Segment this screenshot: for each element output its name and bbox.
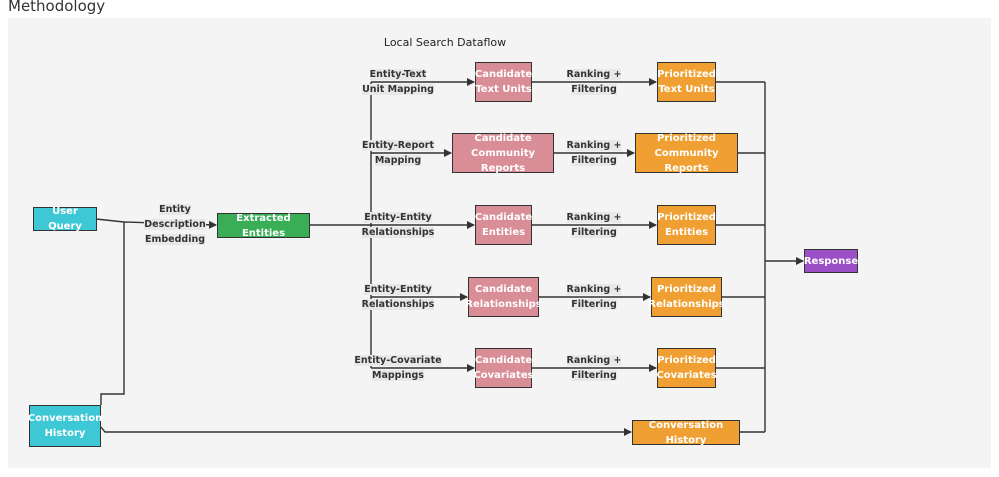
label-entity-entity-relationships-1: Entity-Entity Relationships: [361, 212, 435, 238]
node-candidate-text-units: Candidate Text Units: [475, 62, 532, 102]
node-prioritized-text-units: Prioritized Text Units: [657, 62, 716, 102]
node-prioritized-relationships: Prioritized Relationships: [648, 277, 725, 317]
node-conversation-history-output: Conversation History: [632, 420, 740, 446]
label-entity-description-embedding: Entity Description Embedding: [144, 204, 206, 245]
label-entity-report-mapping: Entity-Report Mapping: [361, 140, 435, 166]
node-candidate-community-reports: Candidate Community Reports: [452, 133, 554, 174]
node-candidate-entities: Candidate Entities: [475, 205, 532, 245]
label-ranking-filtering-3: Ranking + Filtering: [566, 212, 622, 238]
diagram-title: Local Search Dataflow: [383, 36, 507, 49]
node-extracted-entities: Extracted Entities: [217, 213, 310, 239]
node-user-query: User Query: [33, 206, 97, 232]
label-ranking-filtering-4: Ranking + Filtering: [566, 284, 622, 310]
label-entity-covariate-mappings: Entity-Covariate Mappings: [354, 355, 442, 381]
node-prioritized-entities: Prioritized Entities: [657, 205, 716, 245]
label-ranking-filtering-2: Ranking + Filtering: [566, 140, 622, 166]
section-heading: Methodology: [8, 0, 106, 15]
node-candidate-relationships: Candidate Relationships: [465, 277, 542, 317]
node-response: Response: [804, 249, 858, 273]
node-prioritized-covariates: Prioritized Covariates: [656, 348, 717, 388]
label-ranking-filtering-1: Ranking + Filtering: [566, 69, 622, 95]
label-entity-entity-relationships-2: Entity-Entity Relationships: [361, 284, 435, 310]
edge-history-to-output: [100, 426, 632, 436]
node-candidate-covariates: Candidate Covariates: [473, 348, 534, 388]
node-prioritized-community-reports: Prioritized Community Reports: [635, 133, 738, 174]
node-conversation-history-input: Conversation History: [28, 405, 102, 447]
edge-history-to-query: [100, 222, 125, 405]
label-entity-text-unit-mapping: Entity-Text Unit Mapping: [362, 69, 434, 95]
label-ranking-filtering-5: Ranking + Filtering: [566, 355, 622, 381]
